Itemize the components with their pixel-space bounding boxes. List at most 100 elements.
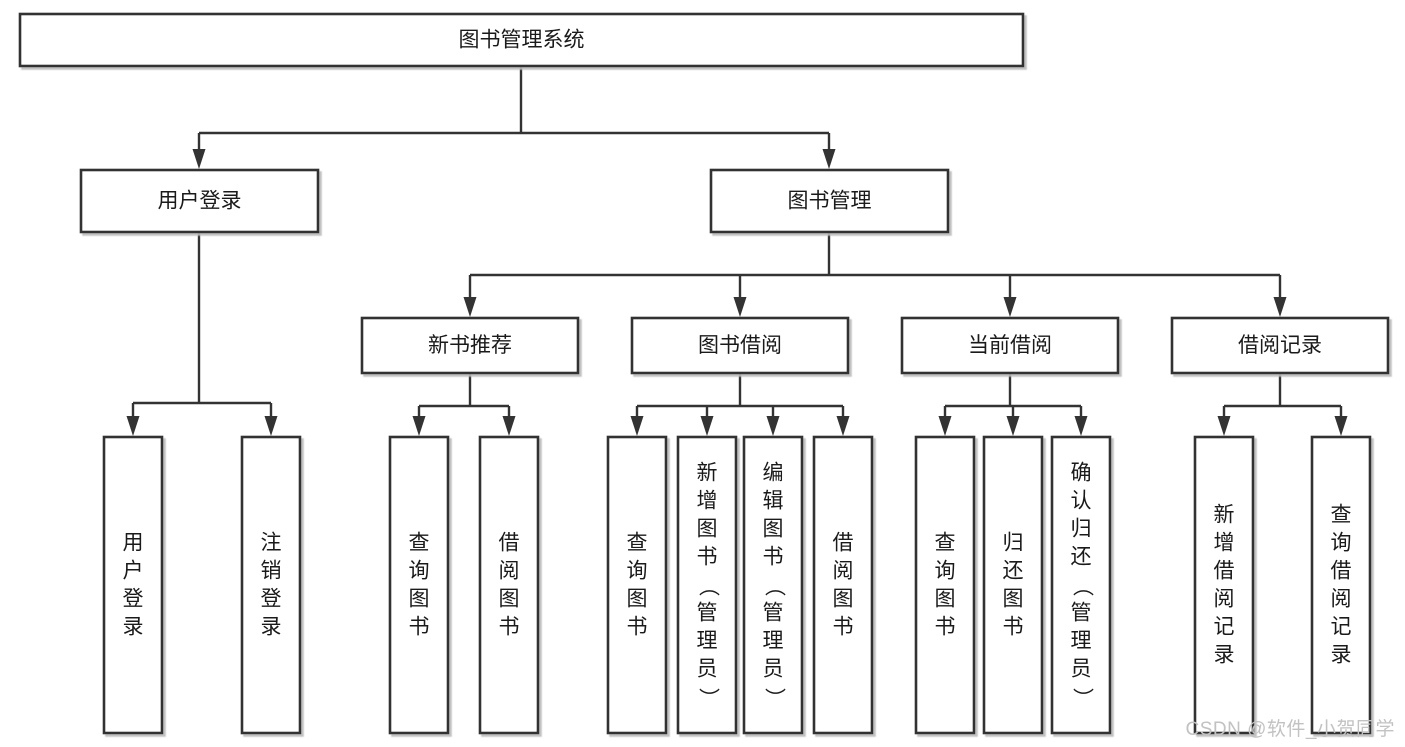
node-label-char: 书	[1003, 616, 1024, 639]
node-label-char: 记	[1331, 616, 1352, 639]
arrow-head-icon	[1217, 416, 1231, 436]
arrow-head-icon	[938, 416, 952, 436]
node-label-char: 图	[697, 518, 718, 541]
arrow-head-icon	[502, 416, 516, 436]
node-box	[1310, 435, 1372, 735]
node-label-char: 借	[833, 532, 854, 555]
node-box	[982, 435, 1044, 735]
node-box	[900, 316, 1120, 375]
connector-user-login-to-leaves	[126, 232, 278, 436]
node-box	[102, 435, 164, 735]
node-root[interactable]: 图书管理系统	[18, 12, 1025, 68]
connector-recommend-to-leaves	[412, 373, 516, 436]
node-box	[709, 168, 950, 234]
node-box	[812, 435, 874, 735]
node-label: 图书管理	[788, 190, 872, 213]
node-box	[1050, 435, 1112, 735]
node-label-char: 询	[935, 560, 956, 583]
node-label: 新书推荐	[428, 334, 512, 357]
nodes: 图书管理系统用户登录图书管理新书推荐图书借阅当前借阅借阅记录用户登录注销登录查询…	[18, 12, 1390, 735]
node-label-char: 还	[1071, 546, 1092, 569]
arrow-head-icon	[1003, 297, 1017, 317]
arrow-head-icon	[1334, 416, 1348, 436]
node-label-char: （	[762, 576, 785, 597]
node-label-char: 查	[935, 532, 956, 555]
connector-record-to-leaves	[1217, 373, 1348, 436]
node-label-char: 书	[833, 616, 854, 639]
node-current-borrow[interactable]: 当前借阅	[900, 316, 1120, 375]
node-box	[630, 316, 850, 375]
node-label-char: 图	[499, 588, 520, 611]
arrow-head-icon	[463, 297, 477, 317]
node-label-char: （	[1070, 576, 1093, 597]
node-label: 当前借阅	[968, 334, 1052, 357]
arrow-head-icon	[822, 149, 836, 169]
node-label-char: 阅	[833, 560, 854, 583]
arrow-head-icon	[1273, 297, 1287, 317]
connector-root-to-level2	[192, 66, 836, 169]
node-label-char: 户	[123, 560, 144, 583]
node-leaf-user-login[interactable]: 用户登录	[102, 435, 164, 735]
node-label-char: 录	[123, 616, 144, 639]
node-label-char: 登	[261, 588, 282, 611]
arrow-head-icon	[192, 149, 206, 169]
node-label-char: 编	[763, 462, 784, 485]
node-label-char: 增	[1214, 532, 1235, 555]
node-label-char: 理	[1071, 630, 1092, 653]
arrow-head-icon	[630, 416, 644, 436]
node-label: 图书管理系统	[459, 29, 585, 52]
node-label-char: 借	[1214, 560, 1235, 583]
node-label-char: 录	[1214, 644, 1235, 667]
connector-current-to-leaves	[938, 373, 1088, 436]
node-label-char: 询	[1331, 532, 1352, 555]
node-box	[914, 435, 976, 735]
node-label-char: 员	[763, 658, 784, 681]
node-label: 借阅记录	[1238, 334, 1322, 357]
node-user-login[interactable]: 用户登录	[79, 168, 320, 234]
node-label-char: 辑	[763, 490, 784, 513]
node-label-char: 归	[1071, 518, 1092, 541]
node-book-borrow[interactable]: 图书借阅	[630, 316, 850, 375]
node-label-char: 阅	[1214, 588, 1235, 611]
node-borrow-record[interactable]: 借阅记录	[1170, 316, 1390, 375]
node-label-char: 借	[1331, 560, 1352, 583]
node-label-char: 书	[409, 616, 430, 639]
node-label-char: 询	[627, 560, 648, 583]
node-label-char: 管	[697, 602, 718, 625]
node-label-char: 查	[409, 532, 430, 555]
node-label-char: 确	[1071, 462, 1092, 485]
node-box	[240, 435, 302, 735]
node-label-char: 图	[833, 588, 854, 611]
node-label-char: 注	[261, 532, 282, 555]
node-box	[742, 435, 804, 735]
node-box	[1170, 316, 1390, 375]
node-label-char: 员	[1071, 658, 1092, 681]
node-label-char: 阅	[499, 560, 520, 583]
connector-borrow-to-leaves	[630, 373, 850, 436]
node-new-book-recommend[interactable]: 新书推荐	[360, 316, 580, 375]
connector-book-manage-to-level3	[463, 232, 1287, 317]
node-label-char: 理	[763, 630, 784, 653]
node-label-char: 认	[1071, 490, 1092, 513]
node-label-char: 书	[697, 546, 718, 569]
node-label-char: 记	[1214, 616, 1235, 639]
node-label-char: 增	[697, 490, 718, 513]
node-label-char: 还	[1003, 560, 1024, 583]
arrow-head-icon	[1074, 416, 1088, 436]
arrow-head-icon	[126, 416, 140, 436]
node-box	[606, 435, 668, 735]
node-label-char: 书	[627, 616, 648, 639]
node-book-manage[interactable]: 图书管理	[709, 168, 950, 234]
